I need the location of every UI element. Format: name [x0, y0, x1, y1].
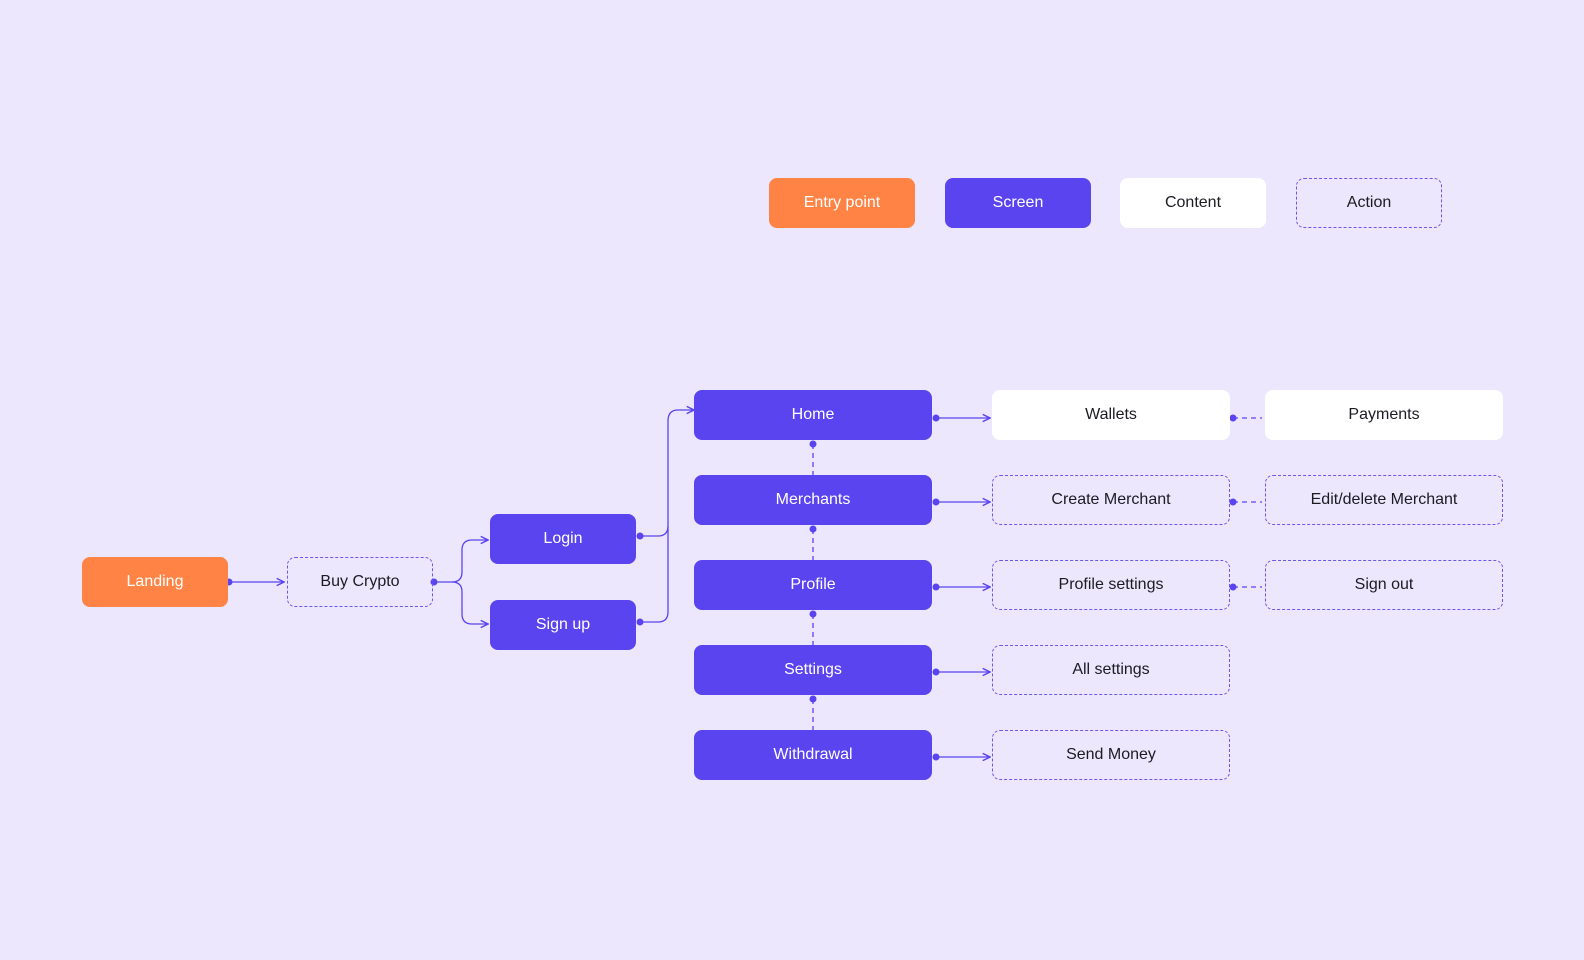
legend-screen: Screen [945, 178, 1091, 228]
edge-signup-to-home [639, 526, 669, 623]
node-sign-up-label: Sign up [535, 616, 591, 633]
node-all-settings: All settings [992, 645, 1230, 695]
node-sign-out-label: Sign out [1354, 576, 1414, 593]
edge-start-dot [932, 414, 940, 422]
edge-login-to-home [639, 410, 694, 537]
edge-start-dot [932, 583, 940, 591]
edge-start-dot [1229, 583, 1237, 591]
node-payments: Payments [1265, 390, 1503, 440]
node-withdrawal: Withdrawal [694, 730, 932, 780]
node-login-label: Login [543, 530, 583, 547]
edge-start-dot [809, 610, 817, 618]
node-home-label: Home [791, 406, 835, 423]
node-wallets: Wallets [992, 390, 1230, 440]
legend-content: Content [1120, 178, 1266, 228]
legend-action-label: Action [1346, 194, 1392, 211]
node-all-settings-label: All settings [1072, 661, 1150, 678]
edge-buy-crypto-to-login [432, 540, 488, 583]
node-landing: Landing [82, 557, 228, 607]
edge-start-dot [932, 668, 940, 676]
node-profile-settings: Profile settings [992, 560, 1230, 610]
edge-start-dot [932, 498, 940, 506]
node-settings-label: Settings [784, 661, 842, 678]
node-merchants: Merchants [694, 475, 932, 525]
node-withdrawal-label: Withdrawal [773, 746, 853, 763]
legend-action: Action [1296, 178, 1442, 228]
edge-start-dot [932, 753, 940, 761]
node-edit-delete-merchant-label: Edit/delete Merchant [1310, 491, 1458, 508]
node-login: Login [490, 514, 636, 564]
legend-entry-point-label: Entry point [803, 194, 881, 211]
edge-start-dot [809, 525, 817, 533]
edge-start-dot [636, 618, 644, 626]
node-profile-settings-label: Profile settings [1058, 576, 1164, 593]
node-send-money: Send Money [992, 730, 1230, 780]
node-profile-label: Profile [790, 576, 836, 593]
edge-buy-crypto-to-signup [451, 581, 488, 624]
node-send-money-label: Send Money [1066, 746, 1156, 763]
edge-start-dot [809, 695, 817, 703]
node-sign-out: Sign out [1265, 560, 1503, 610]
legend-screen-label: Screen [992, 194, 1044, 211]
node-sign-up: Sign up [490, 600, 636, 650]
node-landing-label: Landing [126, 573, 184, 590]
edge-start-dot [809, 440, 817, 448]
node-wallets-label: Wallets [1085, 406, 1137, 423]
node-merchants-label: Merchants [775, 491, 851, 508]
edge-start-dot [1229, 498, 1237, 506]
legend-entry-point: Entry point [769, 178, 915, 228]
node-settings: Settings [694, 645, 932, 695]
node-buy-crypto: Buy Crypto [287, 557, 433, 607]
node-payments-label: Payments [1348, 406, 1420, 423]
edge-start-dot [636, 532, 644, 540]
node-create-merchant: Create Merchant [992, 475, 1230, 525]
node-home: Home [694, 390, 932, 440]
legend-content-label: Content [1164, 194, 1222, 211]
node-buy-crypto-label: Buy Crypto [320, 573, 400, 590]
node-create-merchant-label: Create Merchant [1051, 491, 1171, 508]
node-profile: Profile [694, 560, 932, 610]
node-edit-delete-merchant: Edit/delete Merchant [1265, 475, 1503, 525]
edge-start-dot [1229, 414, 1237, 422]
